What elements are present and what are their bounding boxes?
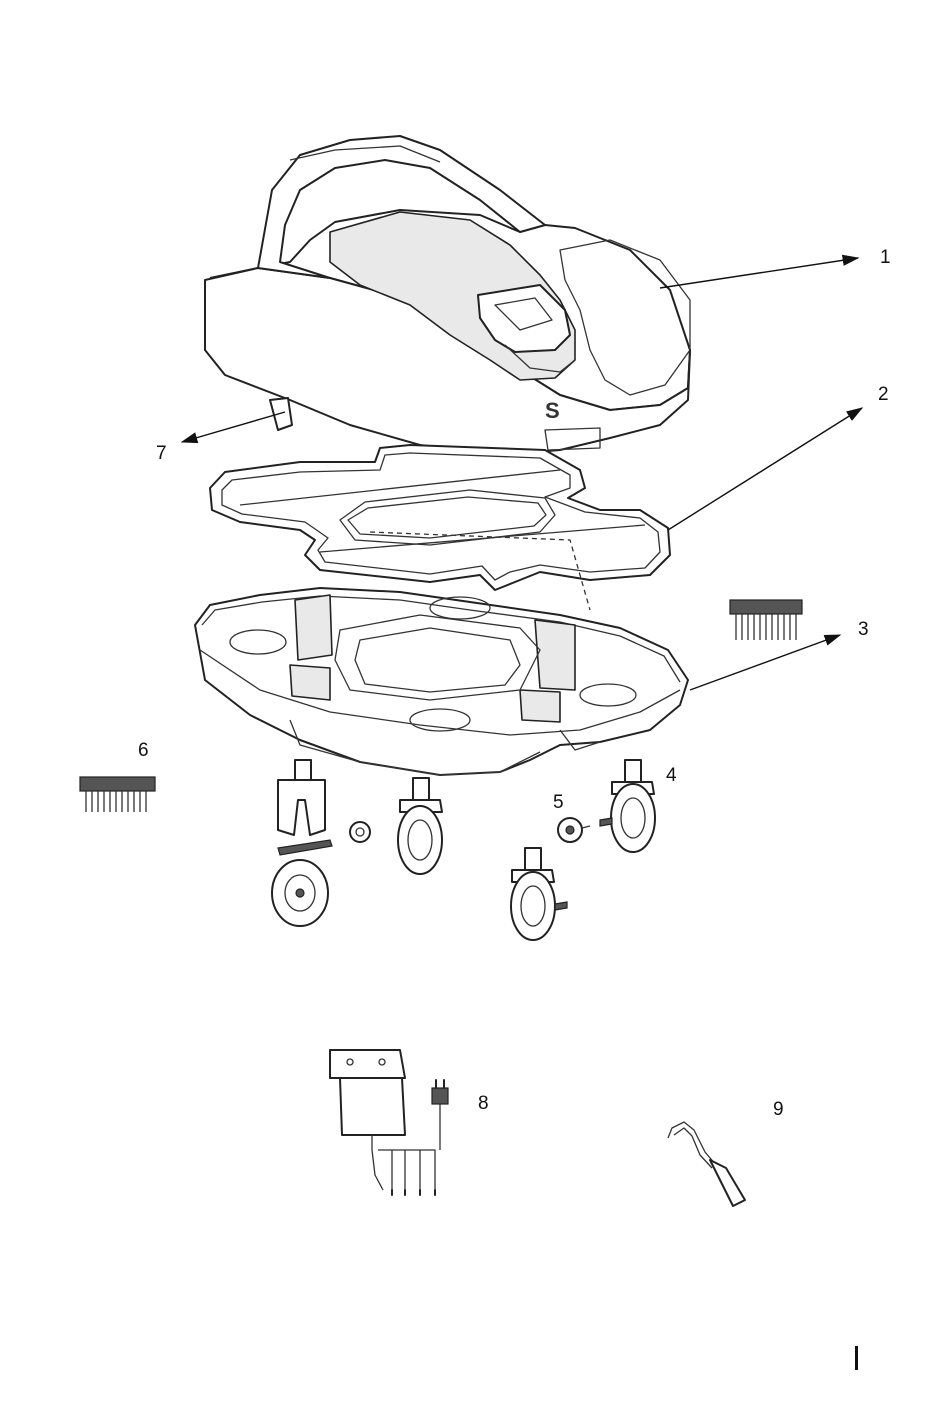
gasket-frame-part-2 — [210, 445, 670, 610]
brush-part-6 — [80, 777, 155, 812]
power-adapter-part-8 — [330, 1050, 448, 1195]
top-cover-part-1: S — [205, 136, 690, 455]
wheel-hub-part-5 — [558, 818, 590, 842]
callout-9: 9 — [773, 1100, 784, 1119]
caster-wheels-part-4 — [272, 760, 655, 940]
callout-4: 4 — [666, 766, 677, 785]
cover-logo: S — [545, 398, 560, 423]
callout-7: 7 — [156, 444, 167, 463]
callout-8: 8 — [478, 1094, 489, 1113]
page-marker — [855, 1346, 858, 1370]
callout-3: 3 — [858, 620, 869, 639]
base-tray-part-3 — [195, 588, 688, 775]
callout-1: 1 — [880, 248, 891, 267]
hook-tool-part-9 — [668, 1122, 745, 1206]
brush-right — [730, 600, 802, 640]
callout-2: 2 — [878, 385, 889, 404]
callout-5: 5 — [553, 793, 564, 812]
callout-6: 6 — [138, 741, 149, 760]
